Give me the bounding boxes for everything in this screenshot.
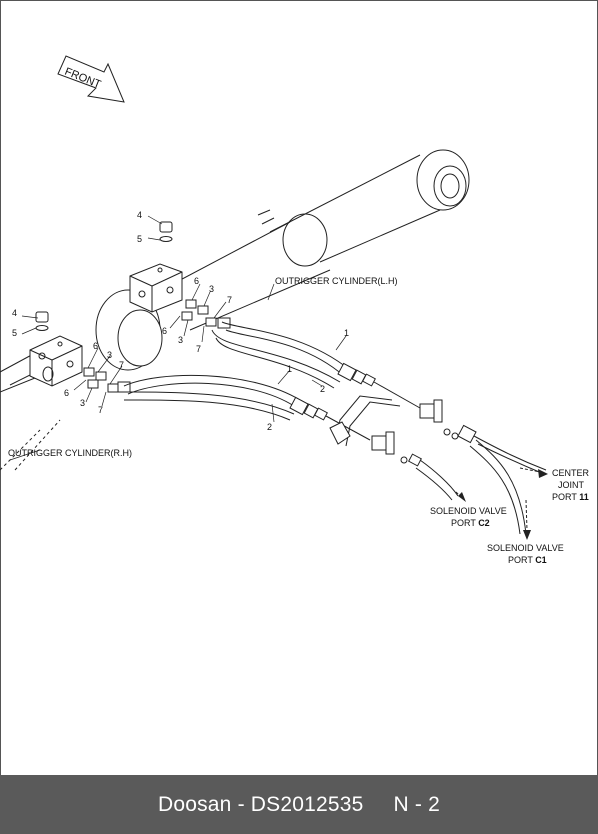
callout-3: 3 [107,350,112,360]
outrigger-cylinder-lh [95,149,470,371]
callout-7: 7 [98,405,103,415]
label-outrigger-cylinder-rh: OUTRIGGER CYLINDER(R.H) [8,448,132,458]
label-center-joint-line1: CENTER [552,468,590,478]
callout-6: 6 [93,341,98,351]
fittings-lower [83,367,131,393]
callout-5: 5 [137,234,142,244]
callout-5: 5 [12,328,17,338]
callout-4: 4 [137,210,142,220]
callout-3: 3 [80,398,85,408]
label-solenoid-c2-line1: SOLENOID VALVE [430,506,507,516]
callout-6: 6 [194,276,199,286]
callout-4: 4 [12,308,17,318]
leader-lines [9,215,347,461]
diagram-labels: OUTRIGGER CYLINDER(L.H) OUTRIGGER CYLIND… [8,276,590,565]
footer-bar: Doosan - DS2012535 N - 2 [0,775,598,834]
label-solenoid-c1-line1: SOLENOID VALVE [487,543,564,553]
footer-doc-id: Doosan - DS2012535 [157,792,364,816]
hoses-upper [211,321,376,389]
label-solenoid-c2-line2: PORT C2 [451,518,490,528]
plug-lower [35,311,49,331]
fittings-upper [181,299,231,329]
tubes [325,381,547,535]
callouts: 4 5 6 3 7 6 3 7 1 2 1 2 4 5 6 3 7 6 3 7 [12,210,349,432]
callout-2: 2 [320,384,325,394]
callout-3: 3 [178,335,183,345]
callout-1: 1 [344,328,349,338]
callout-2: 2 [267,422,272,432]
plug-upper [159,221,173,242]
callout-3: 3 [209,284,214,294]
label-center-joint-line3: PORT 11 [552,492,589,502]
callout-6: 6 [64,388,69,398]
label-solenoid-c1-line2: PORT C1 [508,555,547,565]
callout-7: 7 [196,344,201,354]
callout-7: 7 [119,360,124,370]
outrigger-cylinder-rh [0,335,83,471]
callout-1: 1 [287,364,292,374]
label-outrigger-cylinder-lh: OUTRIGGER CYLINDER(L.H) [275,276,398,286]
callout-7: 7 [227,295,232,305]
hoses-lower [119,374,328,421]
flow-arrows [455,467,548,540]
callout-6: 6 [162,326,167,336]
front-arrow: FRONT [57,55,125,103]
hydraulic-diagram: FRONT [0,55,590,565]
label-center-joint-line2: JOINT [558,480,585,490]
diagram-frame [0,0,598,776]
footer-page-number: N - 2 [393,792,441,816]
